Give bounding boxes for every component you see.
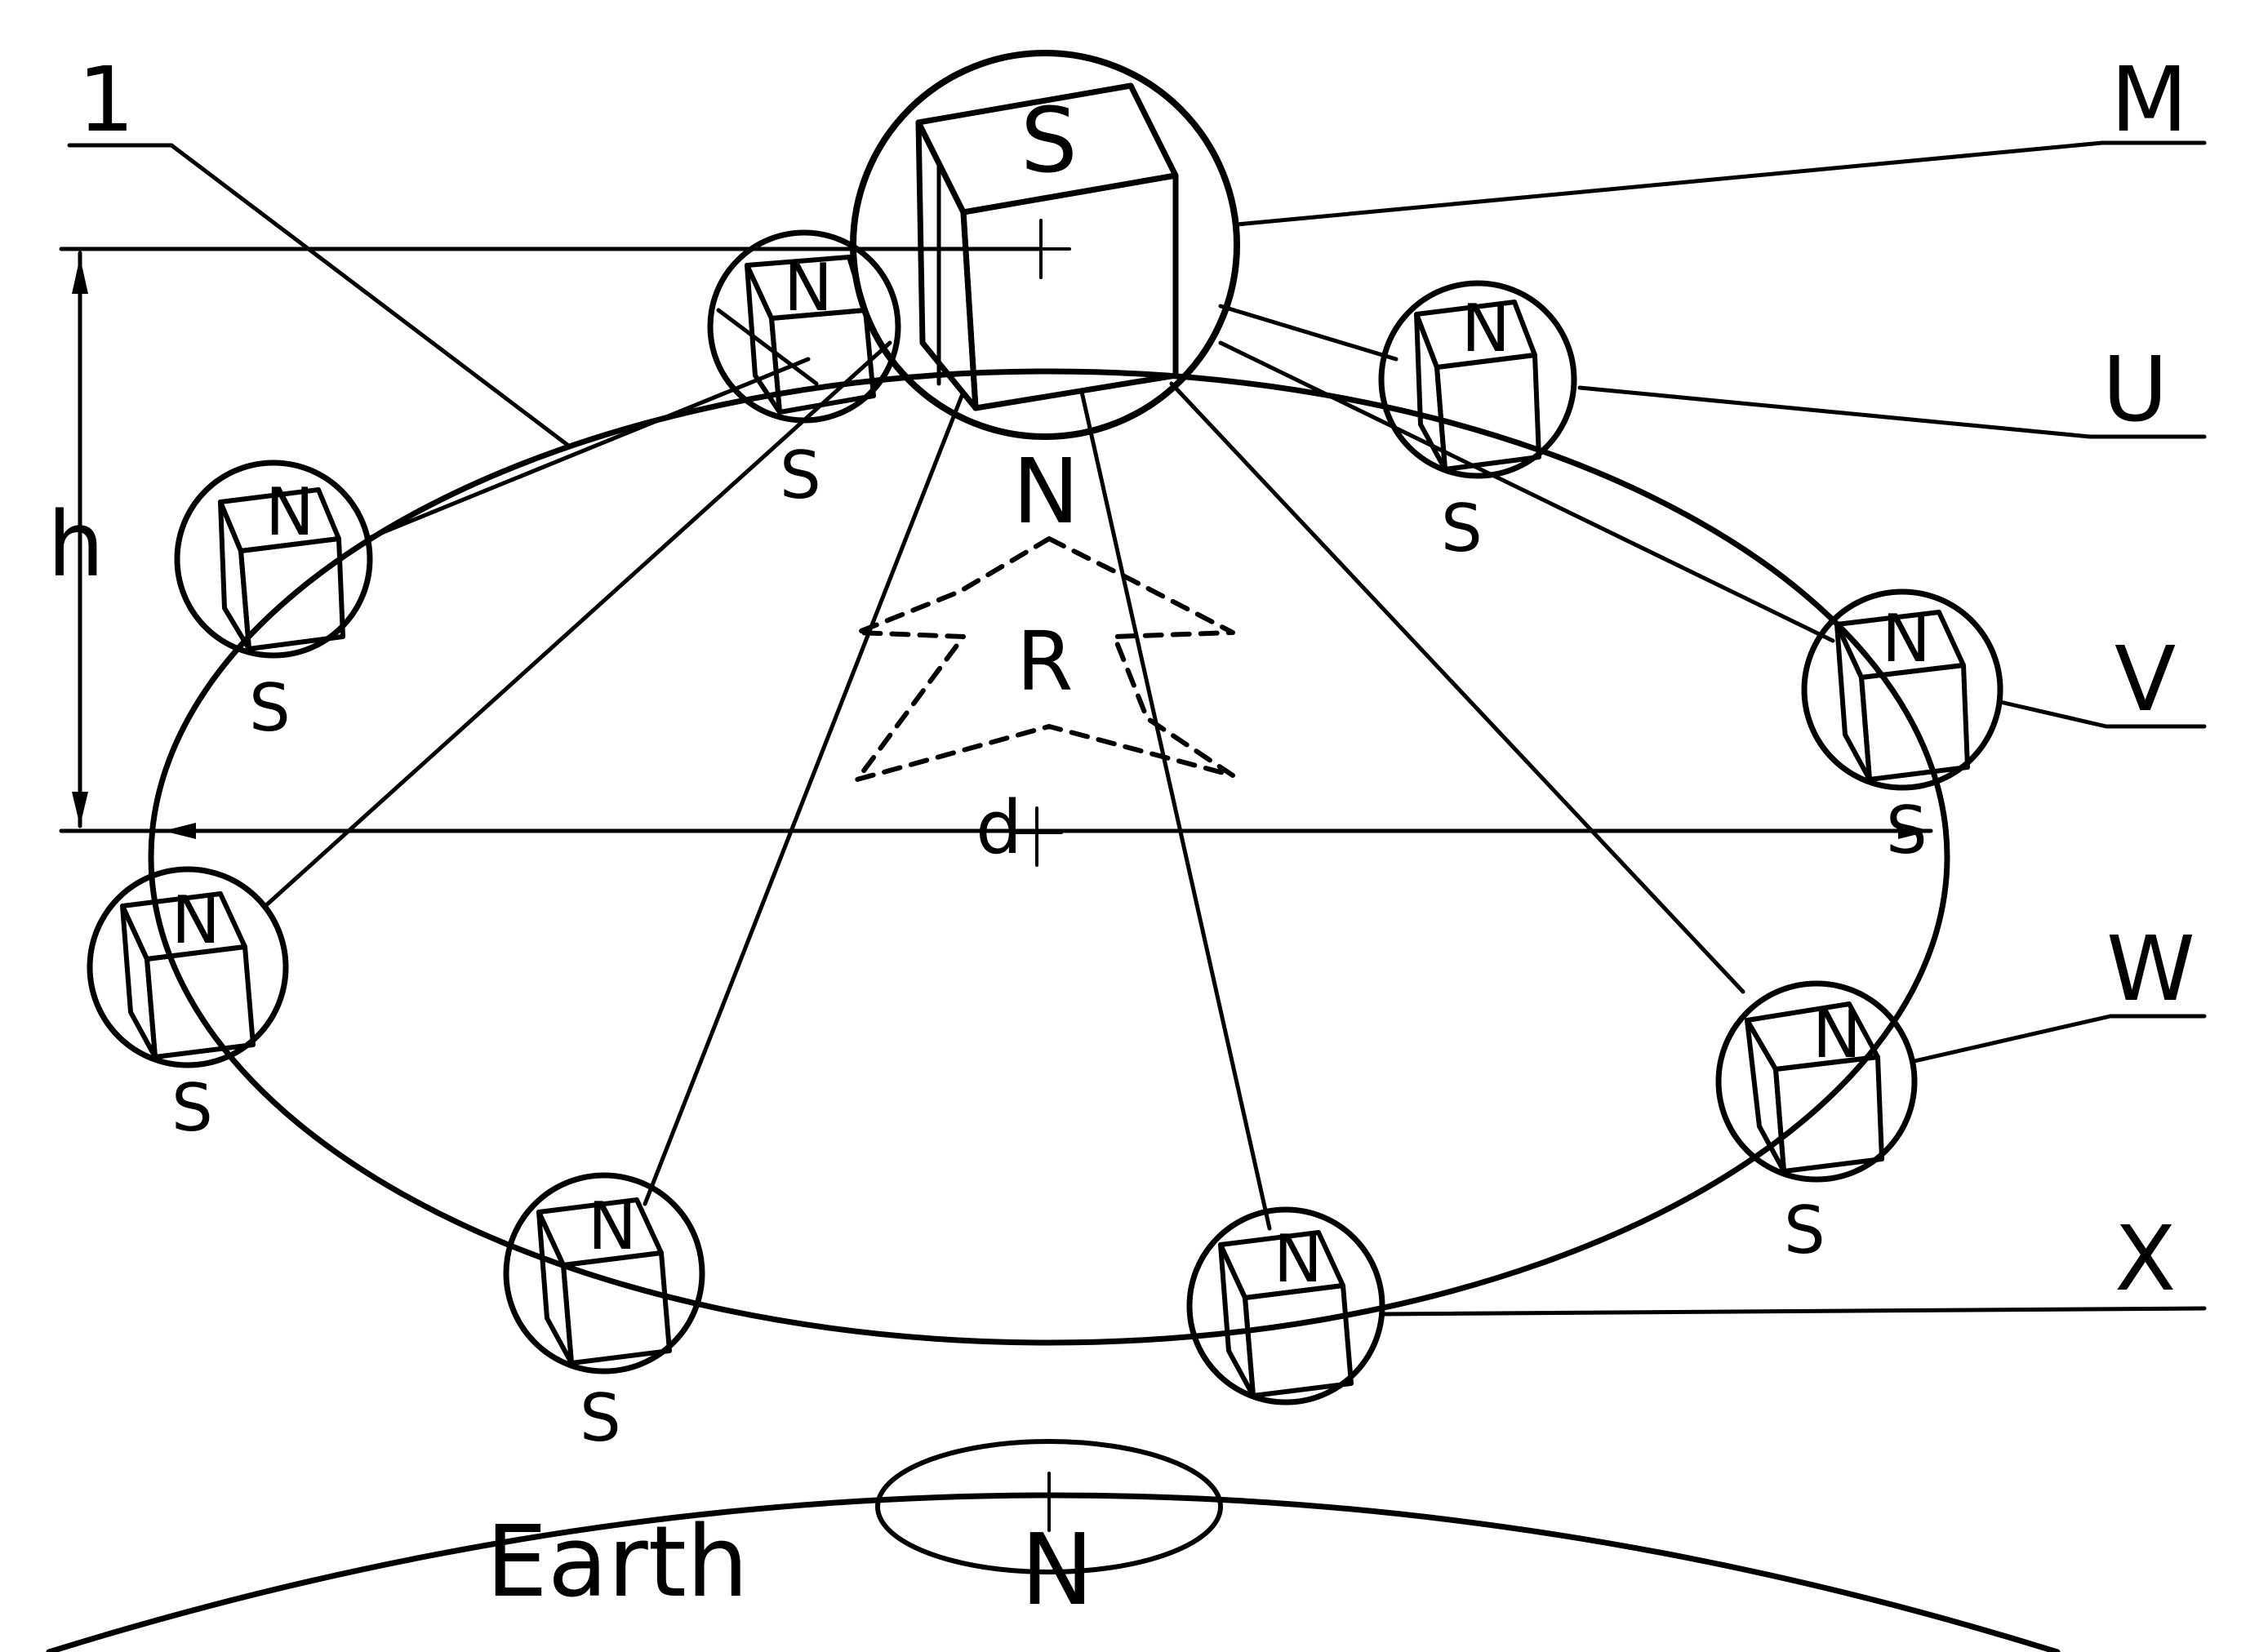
label-u: U: [2102, 337, 2168, 442]
height-arrow-top: [72, 257, 88, 294]
small-magnet-right-lower: N S: [1715, 980, 1918, 1268]
diameter-arrow-right: [1898, 823, 1931, 839]
earth-pole-ellipse: [875, 1439, 1223, 1574]
center-north-label: N: [1012, 439, 1079, 544]
magnet-label-n: N: [588, 1188, 637, 1264]
diameter-arrow-left: [163, 823, 196, 839]
resultant-symbol: R N: [855, 439, 1235, 782]
label-m: M: [2110, 47, 2188, 152]
resultant-label: R: [1016, 614, 1073, 709]
central-magnet-s: S: [1021, 88, 1078, 193]
spokes: [263, 304, 1835, 1231]
magnet-label-n: N: [1812, 997, 1861, 1072]
small-magnet-left-upper: N S: [174, 460, 373, 746]
magnet-label-s: S: [1784, 1192, 1825, 1268]
magnet-label-n: N: [265, 474, 314, 550]
magnet-label-s: S: [580, 1380, 621, 1456]
earth: Earth N: [46, 1439, 2061, 1652]
small-magnet-top-left: N S: [707, 229, 901, 513]
magnet-label-s: S: [1886, 793, 1928, 868]
small-magnet-bottom-right: N: [1186, 1206, 1385, 1406]
label-x: X: [2114, 1206, 2176, 1311]
magnet-label-n: N: [784, 250, 833, 326]
central-magnet: S: [850, 50, 1240, 440]
magnet-label-n: N: [1274, 1221, 1323, 1297]
diameter-label: d: [976, 785, 1022, 871]
magnet-label-n: N: [1461, 291, 1510, 366]
diameter-line: d: [59, 785, 1933, 871]
height-arrow-bottom: [72, 792, 88, 826]
magnet-label-n: N: [1882, 601, 1931, 677]
small-magnet-left-lower: N S: [87, 866, 289, 1146]
magnet-label-s: S: [1441, 491, 1483, 566]
earth-north-label: N: [1021, 1514, 1094, 1628]
label-v: V: [2114, 627, 2176, 731]
magnet-label-n: N: [171, 882, 220, 958]
earth-label: Earth: [486, 1506, 749, 1619]
label-w: W: [2106, 917, 2195, 1021]
small-magnet-top-right: N S: [1378, 280, 1577, 566]
height-dimension: h: [47, 246, 1043, 828]
magnet-ring-orbit: [148, 368, 1950, 1346]
leader-lines: [67, 140, 2207, 1317]
reference-1-label: 1: [78, 47, 135, 152]
magnet-label-s: S: [249, 670, 291, 746]
small-magnet-right: N S: [1801, 588, 2003, 868]
magnet-label-s: S: [171, 1070, 213, 1146]
height-label: h: [47, 492, 105, 597]
magnet-label-s: S: [780, 437, 821, 513]
small-magnet-bottom-left: N S: [503, 1172, 705, 1456]
